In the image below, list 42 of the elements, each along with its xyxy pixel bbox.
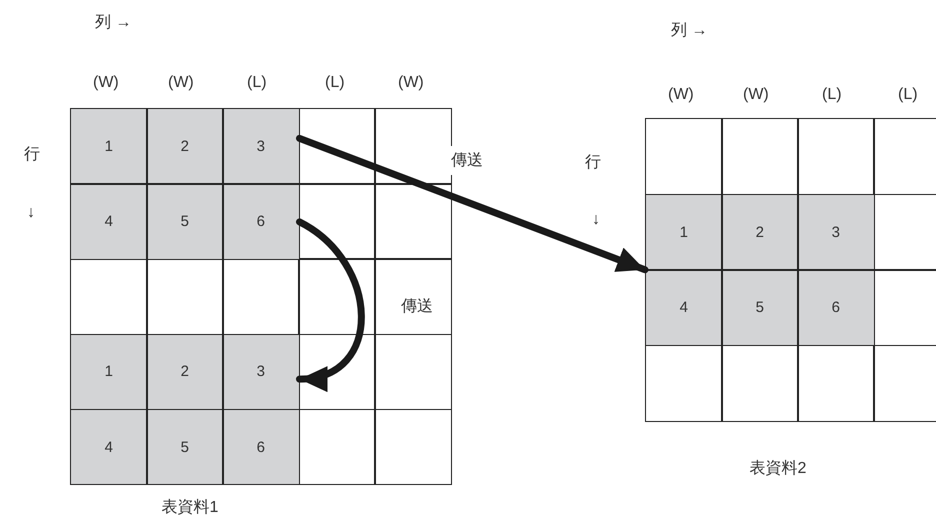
table-caption: 表資料1 xyxy=(162,498,218,518)
table-cell: 1 xyxy=(70,334,148,410)
highlighted-block xyxy=(70,108,300,260)
column-header: (L) xyxy=(822,86,842,104)
highlighted-block xyxy=(70,334,300,486)
table-cell: 4 xyxy=(645,269,722,346)
table-cell: 5 xyxy=(721,269,798,346)
column-header: (L) xyxy=(898,86,918,104)
highlighted-block xyxy=(645,194,874,346)
axis-label: 行 xyxy=(24,145,40,165)
axis-label: 列 → xyxy=(95,13,132,33)
table-cell: 3 xyxy=(222,334,300,410)
table-cell: 3 xyxy=(222,108,300,185)
axis-label: 行 xyxy=(585,153,601,173)
table-caption: 表資料2 xyxy=(750,458,806,479)
table-cell: 1 xyxy=(645,194,722,270)
table-cell: 6 xyxy=(222,408,300,486)
data-table xyxy=(70,108,450,484)
column-header: (W) xyxy=(668,86,694,104)
column-header: (W) xyxy=(93,74,119,92)
axis-label: ↓ xyxy=(592,211,600,229)
table-cell: 2 xyxy=(721,194,798,270)
table-cell: 4 xyxy=(70,183,148,260)
axis-label: 列 → xyxy=(671,21,708,41)
table-cell: 2 xyxy=(146,108,224,185)
table-cell: 3 xyxy=(797,194,874,270)
table-cell: 4 xyxy=(70,408,148,486)
column-header: (L) xyxy=(247,74,267,92)
table-cell: 5 xyxy=(146,183,224,260)
column-header: (W) xyxy=(743,86,769,104)
table-cell: 5 xyxy=(146,408,224,486)
axis-label: ↓ xyxy=(27,204,35,222)
column-header: (W) xyxy=(398,74,424,92)
arrow xyxy=(296,218,365,389)
table-cell: 6 xyxy=(222,183,300,260)
table-cell: 6 xyxy=(797,269,874,346)
column-header: (L) xyxy=(325,74,345,92)
arrow xyxy=(296,134,648,274)
table-cell: 2 xyxy=(146,334,224,410)
table-cell: 1 xyxy=(70,108,148,185)
data-table xyxy=(645,118,936,420)
column-header: (W) xyxy=(168,74,194,92)
